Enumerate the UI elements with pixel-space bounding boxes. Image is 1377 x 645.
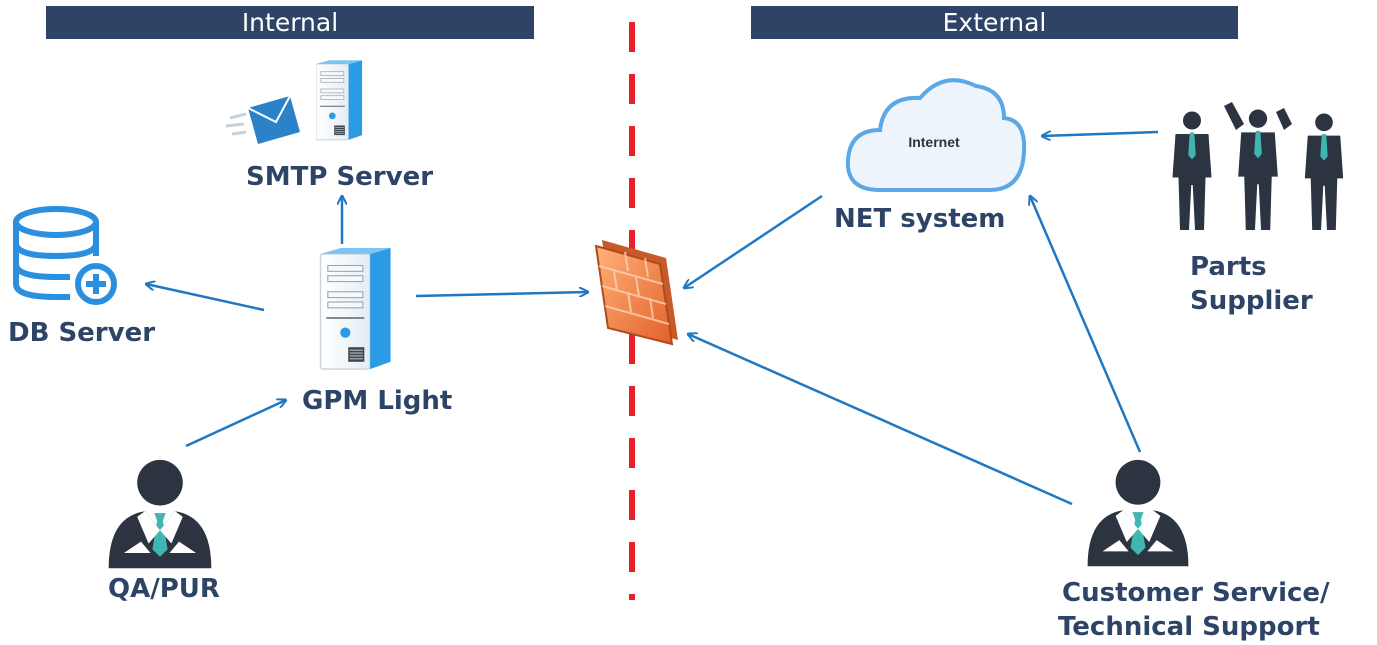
gpm-light-label: GPM Light <box>302 386 453 416</box>
mail-icon <box>225 95 300 144</box>
customer-service-label-line1: Customer Service/ <box>1062 578 1330 608</box>
parts-supplier-label-line2: Supplier <box>1190 286 1313 316</box>
arrow-supplier-to-cloud <box>1042 132 1159 136</box>
group-icon <box>1172 102 1344 230</box>
customer-service-label-line2: Technical Support <box>1058 612 1320 642</box>
customer-service-person-icon <box>1087 459 1189 567</box>
qa-pur-label: QA/PUR <box>108 574 220 604</box>
db-server-label: DB Server <box>8 318 156 348</box>
smtp-server-label: SMTP Server <box>246 162 434 192</box>
arrow-customer-to-firewall <box>688 334 1073 506</box>
qa-pur-person-icon <box>108 459 212 569</box>
internal-zone-header: Internal <box>46 6 534 39</box>
arrow-gpm-to-firewall <box>415 292 588 298</box>
internet-label: Internet <box>908 134 960 150</box>
cloud-icon <box>845 78 1027 192</box>
firewall-icon <box>594 240 678 346</box>
smtp-server-icon <box>316 59 363 141</box>
database-add-icon <box>13 206 117 305</box>
arrow-net-to-firewall <box>684 194 823 288</box>
parts-supplier-label-line1: Parts <box>1190 252 1267 282</box>
external-zone-header: External <box>751 6 1238 39</box>
arrow-qa-to-gpm <box>185 400 286 448</box>
net-system-label: NET system <box>834 204 1006 234</box>
arrow-customer-to-net <box>1030 196 1142 453</box>
gpm-light-server-icon <box>319 248 392 371</box>
arrow-gpm-to-db <box>146 284 265 312</box>
